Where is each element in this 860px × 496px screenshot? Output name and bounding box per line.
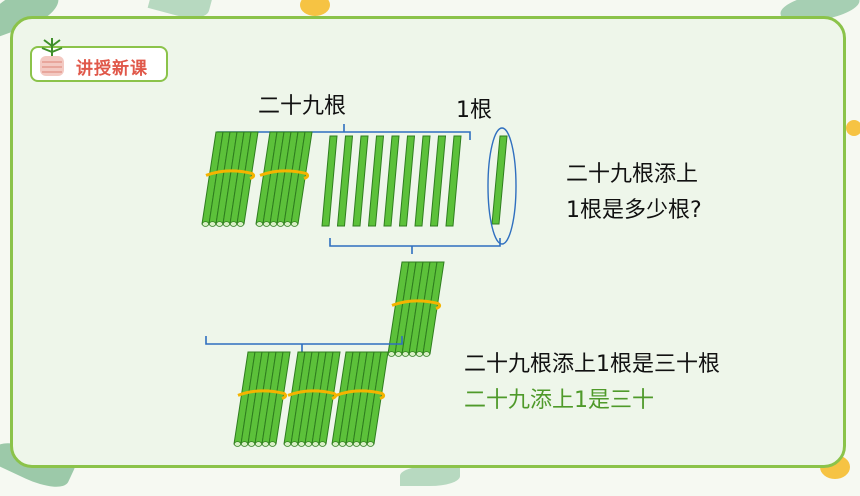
stick-end (229, 221, 238, 227)
stick-end (387, 351, 396, 357)
stick-end (233, 441, 242, 447)
bundle-top-1 (201, 131, 259, 227)
stick-end (283, 221, 292, 227)
stick-end (255, 221, 264, 227)
bundle-top-2 (255, 131, 313, 227)
stick-end (304, 441, 313, 447)
answer-line-1: 二十九根添上1根是三十根 (464, 352, 720, 377)
content-card (10, 16, 846, 468)
stick-end (290, 221, 299, 227)
stick-end (401, 351, 410, 357)
stick-end (290, 441, 299, 447)
stick-end (297, 441, 306, 447)
stick-end (408, 351, 417, 357)
section-badge: 讲授新课 (30, 38, 168, 82)
bundle-new (387, 261, 445, 357)
bundle-bottom-2 (283, 351, 341, 447)
stick-end (222, 221, 231, 227)
stick-end (268, 441, 277, 447)
bundle-bottom-1 (233, 351, 291, 447)
flower-decoration-top (300, 0, 330, 16)
bundle-band (237, 389, 288, 400)
bundle-band (205, 169, 256, 180)
stick-end (318, 441, 327, 447)
bundle-band (287, 389, 338, 400)
stick-end (422, 351, 431, 357)
loose-stick (367, 135, 385, 227)
stick-end (283, 441, 292, 447)
bundle-band (335, 389, 386, 400)
stick-end (236, 221, 245, 227)
bracket-ten-sticks (329, 238, 501, 254)
stick-end (201, 221, 210, 227)
loose-stick (321, 135, 338, 227)
loose-stick (414, 135, 431, 227)
stick-end (254, 441, 263, 447)
loose-stick (445, 135, 462, 227)
bundle-band (259, 169, 310, 180)
bundle-bottom-3 (331, 351, 389, 447)
stick-end (311, 441, 320, 447)
stick-end (366, 441, 375, 447)
stick-end (208, 221, 217, 227)
answer-line-2: 二十九添上1是三十 (464, 388, 654, 413)
sticks-illustration (201, 124, 517, 447)
loose-stick (352, 135, 369, 227)
loose-stick (383, 135, 400, 227)
stick-end (247, 441, 256, 447)
plant-pot-icon (38, 34, 66, 78)
loose-stick (398, 135, 416, 227)
label-twenty-nine-sticks: 二十九根 (258, 94, 347, 119)
stick-end (352, 441, 361, 447)
section-badge-label: 讲授新课 (76, 59, 148, 79)
bracket-thirty (205, 336, 403, 352)
stick-end (276, 221, 285, 227)
stick-end (345, 441, 354, 447)
leaf-decoration-bottom (400, 466, 460, 486)
stick-end (261, 441, 270, 447)
label-one-stick: 1根 (456, 98, 492, 123)
stick-end (359, 441, 368, 447)
stick-end (215, 221, 224, 227)
question-line-1: 二十九根添上 (566, 162, 699, 187)
stick-end (262, 221, 271, 227)
stick-end (394, 351, 403, 357)
extra-stick (491, 135, 508, 225)
stick-end (331, 441, 340, 447)
stick-end (269, 221, 278, 227)
loose-stick (429, 135, 447, 227)
stick-end (240, 441, 249, 447)
stick-end (338, 441, 347, 447)
flower-decoration-right (846, 120, 860, 136)
extra-stick-highlight (487, 127, 517, 245)
bundle-band (391, 299, 442, 310)
question-line-2: 1根是多少根? (566, 198, 702, 223)
stick-end (415, 351, 424, 357)
loose-stick (336, 135, 354, 227)
